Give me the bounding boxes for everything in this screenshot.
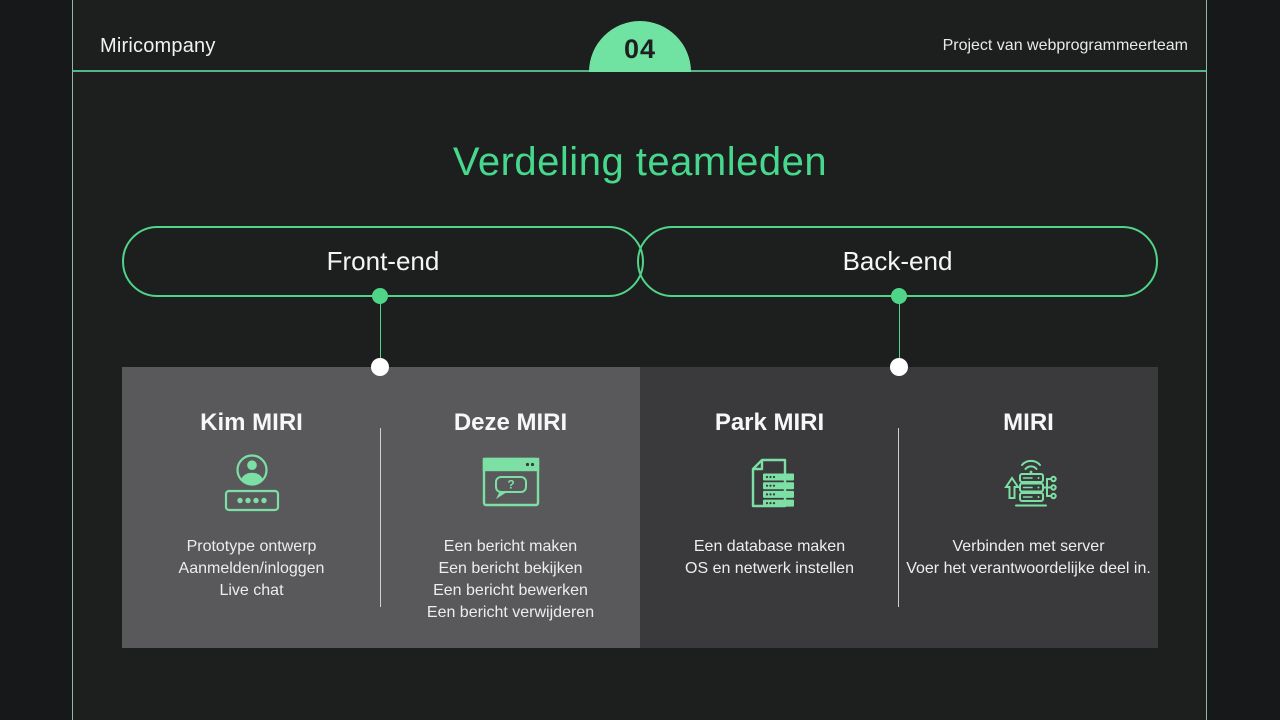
project-label: Project van webprogrammeerteam: [942, 37, 1188, 54]
connector-line-front: [380, 296, 381, 367]
member-card-miri: MIRI: [899, 367, 1158, 648]
connector-dot-bottom-front: [371, 358, 389, 376]
group-pill-front-end: Front-end: [122, 226, 644, 297]
task-item: Een bericht bekijken: [438, 559, 583, 577]
connector-line-back: [899, 296, 900, 367]
company-name: Miricompany: [100, 35, 216, 57]
task-list: Verbinden met server Voer het verantwoor…: [906, 536, 1151, 580]
panel-back-end: Park MIRI: [640, 367, 1158, 648]
connector-dot-top-back: [891, 288, 907, 304]
task-list: Prototype ontwerp Aanmelden/inloggen Liv…: [179, 536, 325, 602]
group-label: Front-end: [326, 246, 440, 276]
task-item: Een bericht verwijderen: [426, 603, 595, 621]
member-card-deze: Deze MIRI ? Een bericht maken Een berich…: [381, 367, 640, 648]
member-name: Park MIRI: [714, 409, 825, 436]
question-mark-glyph: ?: [507, 477, 514, 491]
member-card-park: Park MIRI: [640, 367, 899, 648]
task-list: Een bericht maken Een bericht bekijken E…: [427, 536, 594, 624]
member-name: MIRI: [1003, 409, 1054, 436]
connector-dot-bottom-back: [890, 358, 908, 376]
server-network-icon: [998, 452, 1060, 514]
task-item: Verbinden met server: [952, 537, 1105, 555]
member-name: Kim MIRI: [200, 409, 303, 436]
task-item: Een database maken: [693, 537, 846, 555]
member-name: Deze MIRI: [453, 409, 568, 436]
page-number: 04: [623, 34, 657, 64]
frame-line-left: [72, 0, 73, 720]
task-item: Voer het verantwoordelijke deel in.: [906, 559, 1151, 577]
connector-dot-top-front: [372, 288, 388, 304]
task-list: Een database maken OS en netwerk instell…: [685, 536, 854, 580]
group-label: Back-end: [842, 246, 953, 276]
task-item: Live chat: [219, 581, 284, 599]
task-item: Een bericht bewerken: [433, 581, 588, 599]
user-login-icon: [221, 452, 283, 514]
task-item: OS en netwerk instellen: [685, 559, 854, 577]
task-item: Een bericht maken: [443, 537, 578, 555]
slide-title: Verdeling teamleden: [452, 140, 828, 184]
group-pill-back-end: Back-end: [637, 226, 1158, 297]
task-item: Aanmelden/inloggen: [178, 559, 325, 577]
task-item: Prototype ontwerp: [186, 537, 317, 555]
browser-chat-icon: ?: [480, 452, 542, 514]
document-server-icon: [739, 452, 801, 514]
panel-front-end: Kim MIRI Prototype ontwerp Aanm: [122, 367, 640, 648]
column-divider: [380, 428, 381, 607]
member-card-kim: Kim MIRI Prototype ontwerp Aanm: [122, 367, 381, 648]
column-divider: [898, 428, 899, 607]
frame-line-right: [1206, 0, 1207, 720]
